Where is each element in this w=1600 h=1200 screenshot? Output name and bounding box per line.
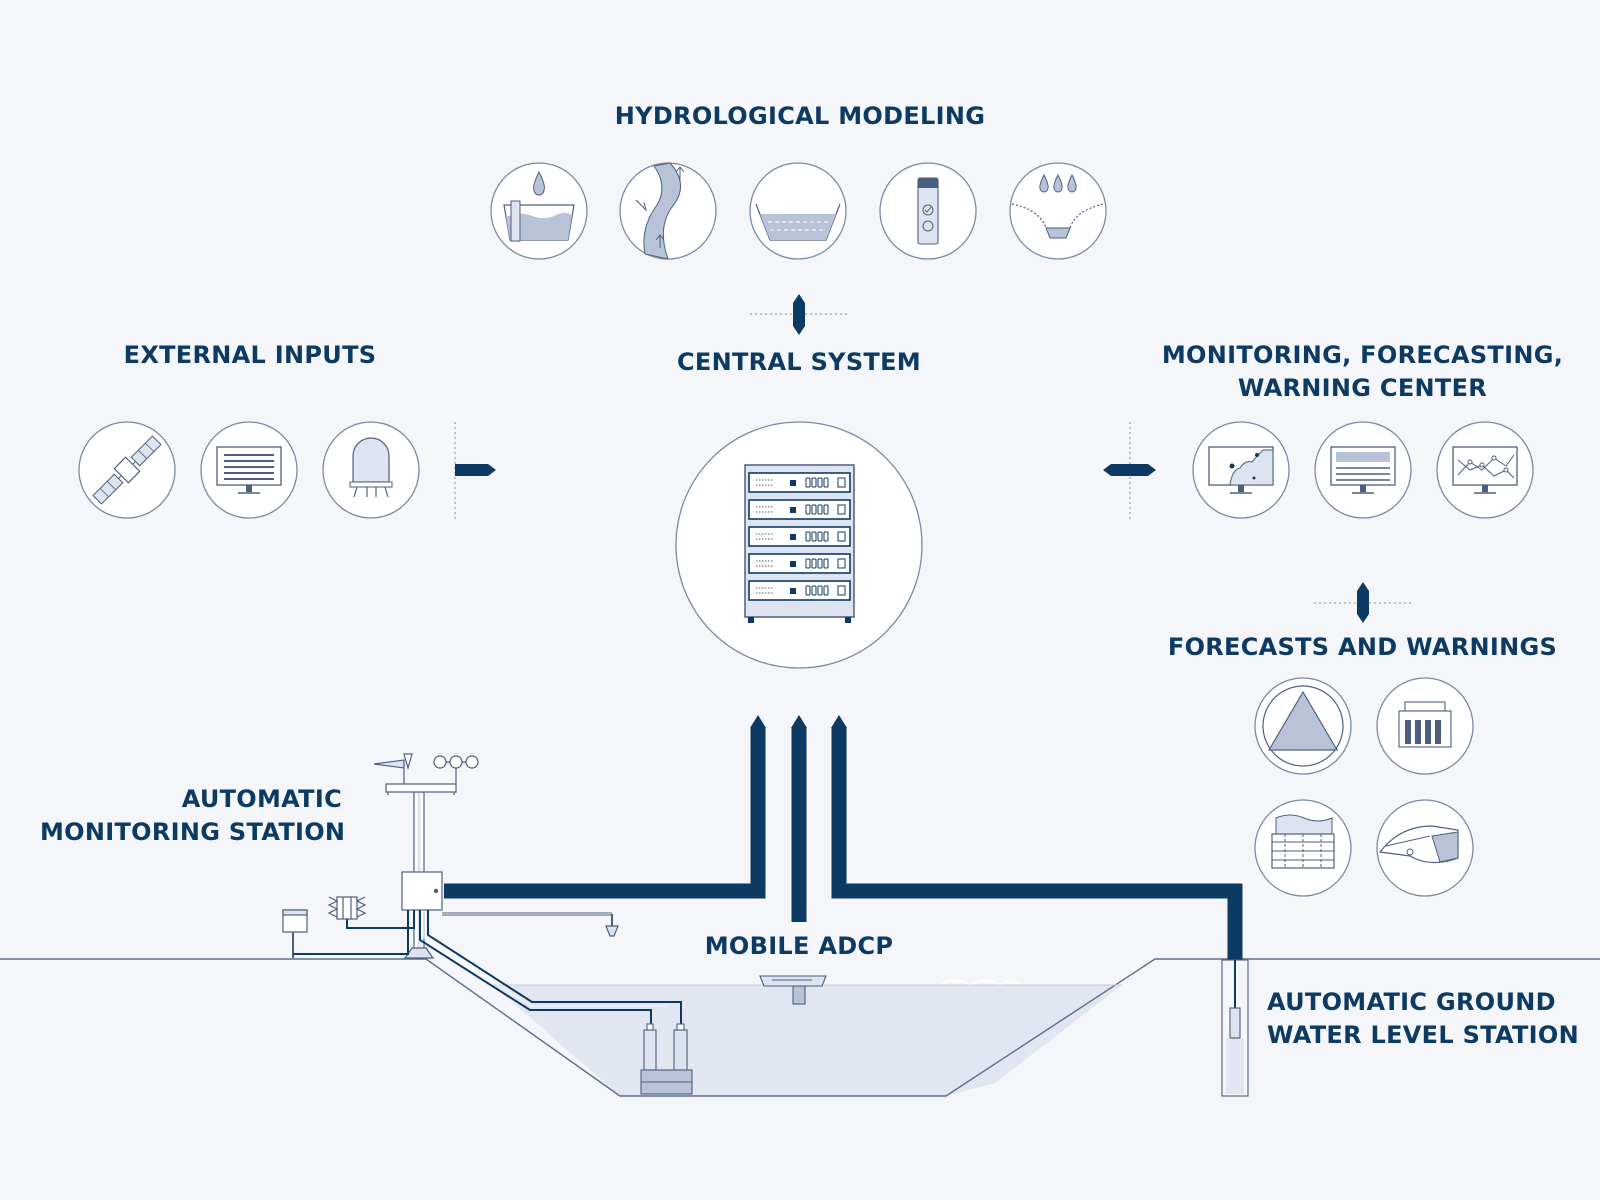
connector-central-monitoring	[1103, 422, 1156, 520]
automatic-monitoring-station-title: AUTOMATIC MONITORING STATION	[40, 783, 346, 849]
monitoring-center-title-line1: MONITORING, FORECASTING,	[1161, 341, 1564, 369]
rain-gauge-basin-icon	[490, 162, 588, 260]
server-unit	[748, 472, 851, 493]
connector-external-central	[454, 422, 496, 520]
data-cables	[444, 728, 1243, 960]
river-bed-sensors	[640, 1023, 693, 1095]
hydrological-modeling-title: HYDROLOGICAL MODELING	[614, 102, 986, 130]
cable-arrow-tips	[750, 715, 847, 728]
forecasts-warnings-title: FORECASTS AND WARNINGS	[1167, 633, 1558, 661]
monitoring-center-title-line2: WARNING CENTER	[1237, 374, 1488, 402]
groundwater-station-title-line2: WATER LEVEL STATION	[1267, 1021, 1580, 1049]
data-screen-icon	[200, 421, 298, 519]
server-unit	[748, 580, 851, 601]
radio-broadcast-icon	[1254, 799, 1352, 897]
server-unit	[748, 499, 851, 520]
dashboard-monitor-icon	[1314, 421, 1412, 519]
siren-station-icon	[1376, 677, 1474, 775]
groundwater-well	[1221, 959, 1249, 1097]
megaphone-icon	[1376, 799, 1474, 897]
station-wiring	[293, 910, 682, 1030]
groundwater-station-title: AUTOMATIC GROUND WATER LEVEL STATION	[1267, 986, 1587, 1052]
automatic-monitoring-station-title-line2: MONITORING STATION	[40, 818, 346, 846]
river-channel-icon	[619, 162, 717, 260]
reservoir-icon	[749, 162, 847, 260]
map-monitor-icon	[1192, 421, 1290, 519]
warning-triangle-icon	[1254, 677, 1352, 775]
station-wiring-highlight	[423, 910, 666, 1007]
satellite-icon	[78, 421, 176, 519]
monitoring-center-title: MONITORING, FORECASTING, WARNING CENTER	[1150, 339, 1575, 405]
rainfall-infiltration-icon	[1009, 162, 1107, 260]
groundwater-station-title-line1: AUTOMATIC GROUND	[1267, 988, 1556, 1016]
central-system-title: CENTRAL SYSTEM	[677, 348, 921, 376]
server-unit	[748, 553, 851, 574]
mobile-adcp-title: MOBILE ADCP	[704, 932, 894, 960]
connector-hydro-central	[750, 294, 848, 335]
mobile-adcp-float	[759, 975, 827, 1005]
weather-radar-icon	[322, 421, 420, 519]
graph-monitor-icon	[1436, 421, 1534, 519]
external-inputs-title: EXTERNAL INPUTS	[123, 341, 377, 369]
connector-monitoring-forecasts	[1314, 582, 1412, 623]
automatic-monitoring-station-title-line1: AUTOMATIC	[181, 785, 342, 813]
server-unit	[748, 526, 851, 547]
server-rack-icon	[675, 421, 923, 669]
water-sample-vial-icon	[879, 162, 977, 260]
